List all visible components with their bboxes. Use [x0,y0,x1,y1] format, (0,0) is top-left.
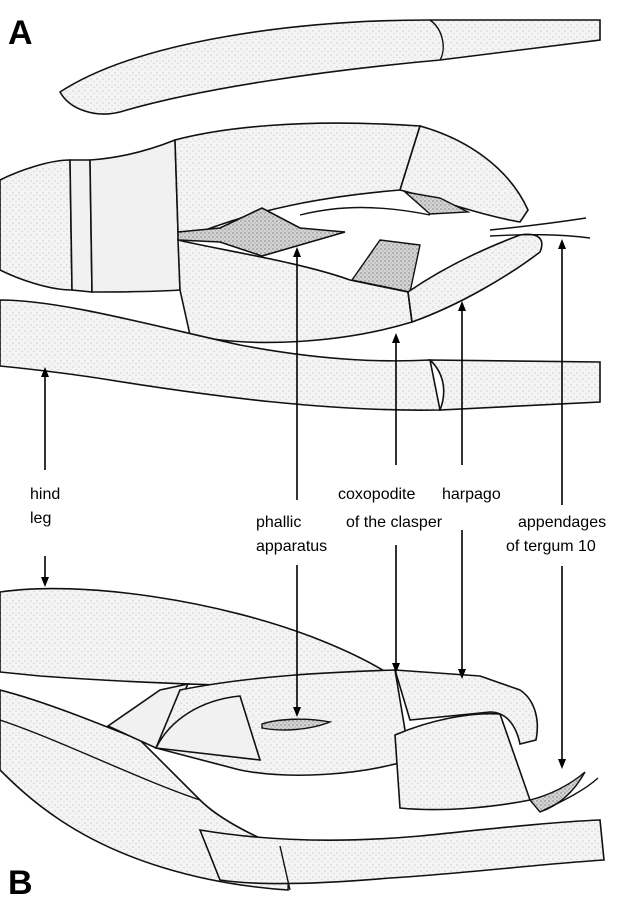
label-coxopodite-line1: coxopodite [338,486,415,503]
label-appendages-line2: of tergum 10 [506,538,596,555]
abdomen-segment-a [0,160,72,290]
appendages-b [530,772,585,812]
label-harpago: harpago [442,486,501,503]
appendages-a [490,218,586,230]
label-phallic-line1: phallic [256,514,301,531]
panel-letter-b: B [8,864,33,902]
label-hind-leg-line1: hind [30,486,60,503]
lower-hind-leg-tibia-a [430,360,600,410]
label-hind-leg-line2: leg [30,510,51,527]
panel-b: B [0,589,604,902]
label-coxopodite-line2: of the clasper [346,514,443,531]
labels: hind leg phallic apparatus coxopodite of… [30,486,606,555]
panel-a: A [0,14,600,410]
panel-letter-a: A [8,14,33,52]
tibia-b [200,820,604,884]
upper-coxopodite-a [175,123,420,232]
hind-leg-femur-b [0,589,392,687]
upper-harpago-a [400,126,528,222]
lower-harpago-a [408,234,542,322]
label-appendages-line1: appendages [518,514,606,531]
label-phallic-line2: apparatus [256,538,327,555]
upper-leg-a [60,20,600,114]
tergum-plate-b [395,714,530,810]
